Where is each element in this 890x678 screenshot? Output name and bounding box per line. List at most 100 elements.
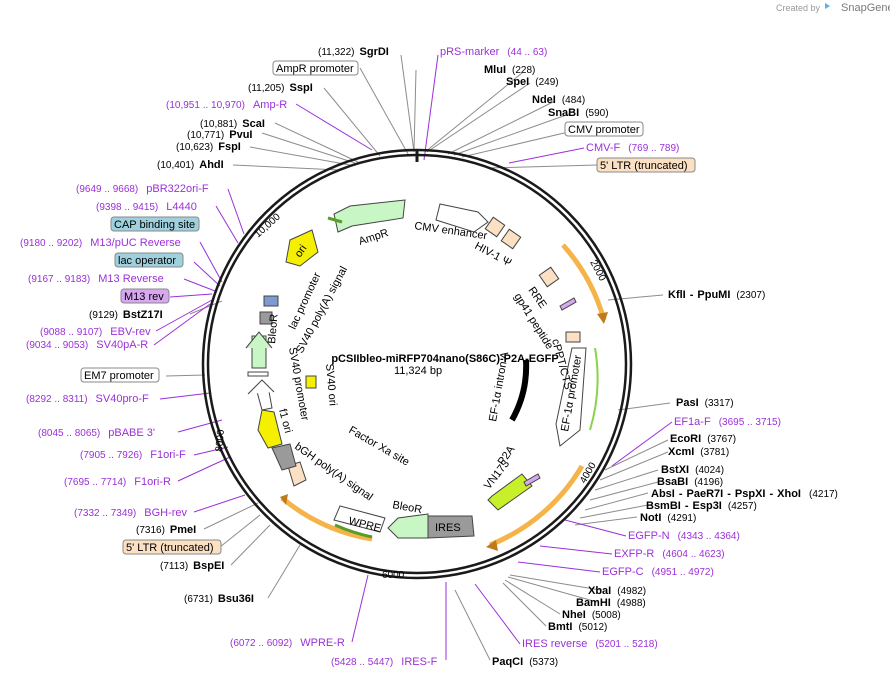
- svg-text:(10,623)FspI: (10,623)FspI: [176, 141, 241, 153]
- svg-text:(8045 .. 8065)pBABE 3': (8045 .. 8065)pBABE 3': [38, 427, 155, 439]
- svg-text:5' LTR (truncated): 5' LTR (truncated): [600, 160, 687, 172]
- boxed-m13-rev: M13 rev: [120, 288, 170, 304]
- boxed-lac-operator: lac operator: [114, 252, 184, 268]
- svg-text:(5428 .. 5447)IRES-F: (5428 .. 5447)IRES-F: [331, 656, 438, 668]
- svg-text:BstXI(4024): BstXI(4024): [661, 464, 724, 476]
- svg-text:EM7 promoter: EM7 promoter: [84, 370, 154, 382]
- svg-text:(7113)BspEI: (7113)BspEI: [160, 560, 224, 572]
- tick-6000: 6000: [382, 570, 405, 581]
- primer-lines: [153, 54, 673, 660]
- ef1a-intron-mark: [509, 359, 530, 422]
- svg-text:(9180 .. 9202)M13/pUC Reverse: (9180 .. 9202)M13/pUC Reverse: [20, 237, 181, 249]
- created-by-label: Created by: [776, 3, 821, 13]
- f1-ori-arrow: [257, 409, 283, 449]
- ampr-arrow: [333, 199, 406, 233]
- svg-text:(7695 .. 7714)F1ori-R: (7695 .. 7714)F1ori-R: [64, 476, 171, 488]
- svg-text:(9649 .. 9668)pBR322ori-F: (9649 .. 9668)pBR322ori-F: [76, 183, 209, 195]
- svg-text:XbaI(4982): XbaI(4982): [588, 585, 646, 597]
- svg-text:NheI(5008): NheI(5008): [562, 609, 621, 621]
- svg-text:IRES reverse(5201 .. 5218): IRES reverse(5201 .. 5218): [522, 638, 658, 650]
- svg-text:CMV promoter: CMV promoter: [568, 124, 640, 136]
- ltr-arrow-2: [489, 464, 585, 548]
- ltr-arrow-1: [561, 243, 607, 321]
- svg-text:lac operator: lac operator: [118, 255, 176, 267]
- feature-bleor-2: BleoR: [266, 313, 281, 344]
- boxed-cap-binding-site: CAP binding site: [110, 216, 200, 232]
- boxed-5ltr-top: 5' LTR (truncated): [596, 157, 696, 173]
- snapgene-logo-icon: [825, 3, 830, 9]
- svg-text:(9129)BstZ17I: (9129)BstZ17I: [89, 309, 163, 321]
- plasmid-size: 11,324 bp: [394, 365, 442, 377]
- svg-text:BamHI(4988): BamHI(4988): [576, 597, 646, 609]
- svg-text:AmpR promoter: AmpR promoter: [276, 63, 354, 75]
- svg-text:NotI(4291): NotI(4291): [640, 512, 696, 524]
- primers: pRS-marker(44 .. 63) CMV-F(769 .. 789) E…: [20, 46, 781, 668]
- svg-text:SpeI(249): SpeI(249): [506, 76, 559, 88]
- boxed-labels: AmpR promoter CMV promoter 5' LTR (trunc…: [80, 60, 696, 555]
- svg-text:BsaBI(4196): BsaBI(4196): [657, 476, 723, 488]
- svg-text:CMV-F(769 .. 789): CMV-F(769 .. 789): [586, 142, 679, 154]
- svg-text:(7905 .. 7926)F1ori-F: (7905 .. 7926)F1ori-F: [80, 449, 186, 461]
- svg-text:(9088 .. 9107)EBV-rev: (9088 .. 9107)EBV-rev: [40, 326, 151, 338]
- leader-lines: [165, 54, 671, 661]
- svg-text:MluI(228): MluI(228): [484, 64, 535, 76]
- svg-text:M13 rev: M13 rev: [124, 291, 164, 303]
- svg-text:(10,401)AhdI: (10,401)AhdI: [157, 159, 224, 171]
- svg-text:AbsI-PaeR7I-PspXI-XhoI(4217): AbsI-PaeR7I-PspXI-XhoI(4217): [651, 488, 838, 500]
- svg-text:(7332 .. 7349)BGH-rev: (7332 .. 7349)BGH-rev: [74, 507, 188, 519]
- svg-text:KflI-PpuMI(2307): KflI-PpuMI(2307): [668, 289, 765, 301]
- tick-10000: 10,000: [253, 211, 283, 240]
- boxed-cmv-promoter: CMV promoter: [564, 121, 644, 137]
- svg-text:EGFP-C(4951 .. 4972): EGFP-C(4951 .. 4972): [602, 566, 714, 578]
- svg-text:EGFP-N(4343 .. 4364): EGFP-N(4343 .. 4364): [628, 530, 740, 542]
- svg-text:(9398 .. 9415)L4440: (9398 .. 9415)L4440: [96, 201, 197, 213]
- ori-arrow: [285, 229, 319, 267]
- feature-sv40-ori: SV40 ori: [323, 363, 339, 406]
- svg-text:(10,771)PvuI: (10,771)PvuI: [187, 129, 252, 141]
- svg-text:BsmBI-Esp3I(4257): BsmBI-Esp3I(4257): [646, 500, 757, 512]
- svg-text:(8292 .. 8311)SV40pro-F: (8292 .. 8311)SV40pro-F: [26, 393, 149, 405]
- svg-text:CAP binding site: CAP binding site: [114, 219, 195, 231]
- boxed-ampr-promoter: AmpR promoter: [272, 60, 359, 76]
- tick-8000: 8000: [214, 429, 227, 453]
- svg-text:(11,205)SspI: (11,205)SspI: [248, 82, 313, 94]
- svg-text:(9034 .. 9053)SV40pA-R: (9034 .. 9053)SV40pA-R: [26, 339, 148, 351]
- svg-text:(7316)PmeI: (7316)PmeI: [136, 524, 196, 536]
- cmv-enhancer-box: [435, 203, 489, 233]
- svg-text:5' LTR (truncated): 5' LTR (truncated): [126, 542, 213, 554]
- svg-text:PaqCI(5373): PaqCI(5373): [492, 656, 558, 668]
- svg-text:pRS-marker(44 .. 63): pRS-marker(44 .. 63): [440, 46, 547, 58]
- svg-text:(11,322)SgrDI: (11,322)SgrDI: [318, 46, 389, 58]
- svg-text:BmtI(5012): BmtI(5012): [548, 621, 607, 633]
- svg-text:EcoRI(3767): EcoRI(3767): [670, 433, 736, 445]
- svg-text:(6072 .. 6092)WPRE-R: (6072 .. 6092)WPRE-R: [230, 637, 345, 649]
- svg-text:(6731)Bsu36I: (6731)Bsu36I: [184, 593, 254, 605]
- svg-text:(9167 .. 9183)M13 Reverse: (9167 .. 9183)M13 Reverse: [28, 273, 164, 285]
- enzymes-right: MluI(228) SpeI(249) NdeI(484) SnaBI(590)…: [484, 64, 838, 668]
- enzymes-left: (11,322)SgrDI (11,205)SspI (10,881)ScaI …: [89, 46, 389, 605]
- boxed-em7-promoter: EM7 promoter: [80, 367, 160, 383]
- feature-factor-xa: Factor Xa site: [347, 424, 412, 468]
- snapgene-brand: SnapGene: [841, 2, 890, 14]
- feature-bgh: bGH poly(A) signal: [292, 441, 375, 504]
- svg-text:(10,951 .. 10,970)Amp-R: (10,951 .. 10,970)Amp-R: [166, 99, 287, 111]
- boxed-5ltr-bottom: 5' LTR (truncated): [122, 539, 222, 555]
- svg-text:EXFP-R(4604 .. 4623): EXFP-R(4604 .. 4623): [614, 548, 725, 560]
- feature-ires: IRES: [435, 522, 461, 534]
- svg-text:XcmI(3781): XcmI(3781): [668, 446, 729, 458]
- ltr-arrow-3: [280, 496, 373, 542]
- svg-text:PasI(3317): PasI(3317): [676, 397, 734, 409]
- ef1a-promoter-arrow: [555, 347, 587, 447]
- plasmid-name: pCSIIbleo-miRFP704nano(S86C)-P2A-EGFP: [331, 353, 558, 365]
- feature-ori: ori: [293, 243, 310, 260]
- feature-ampr: AmpR: [357, 227, 390, 248]
- bleor-arrow-1: [387, 513, 429, 539]
- svg-text:EF1a-F(3695 .. 3715): EF1a-F(3695 .. 3715): [674, 416, 781, 428]
- feature-shapes: [245, 199, 608, 551]
- wpre-box: [333, 505, 386, 533]
- vn173-arrow: [487, 473, 533, 511]
- feature-bleor-1: BleoR: [391, 499, 423, 516]
- svg-text:(10,881)ScaI: (10,881)ScaI: [200, 118, 265, 130]
- svg-text:SnaBI(590): SnaBI(590): [548, 107, 609, 119]
